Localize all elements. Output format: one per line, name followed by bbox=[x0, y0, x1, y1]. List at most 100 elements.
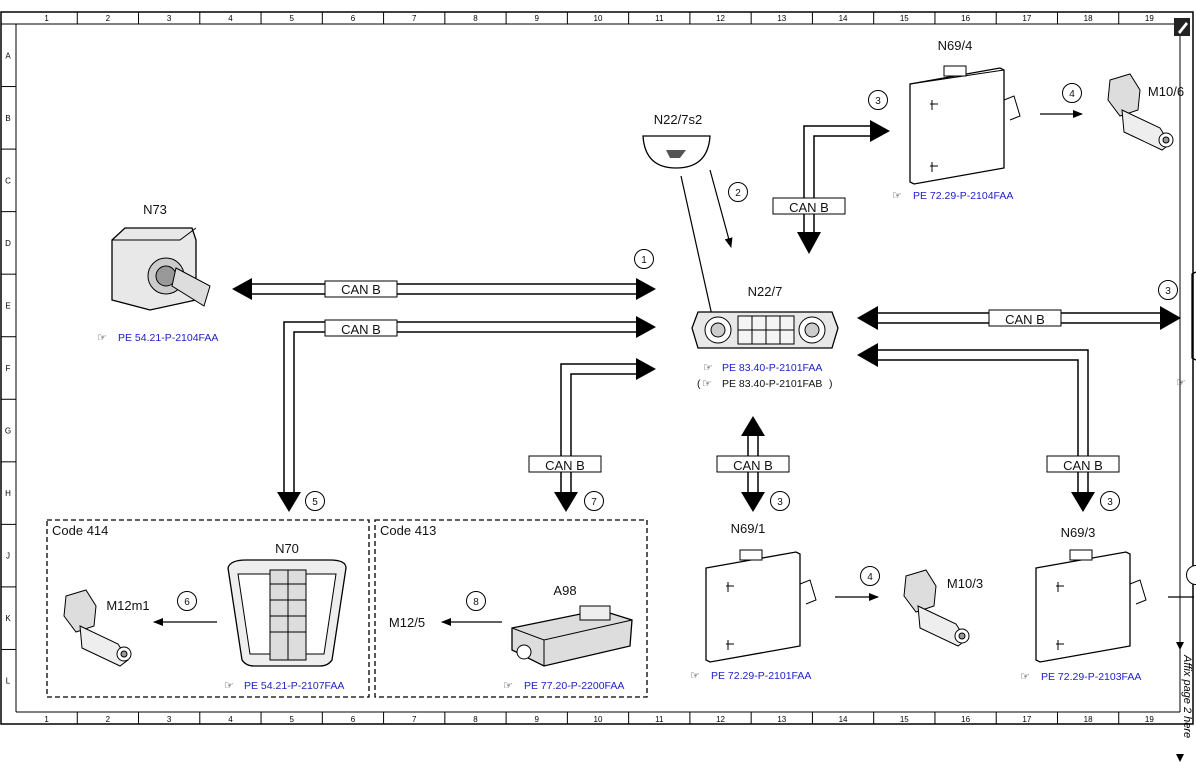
column-number: 12 bbox=[716, 14, 725, 23]
column-number: 9 bbox=[535, 14, 540, 23]
code-label: Code 414 bbox=[52, 523, 108, 538]
pointing-hand-icon: ☞ bbox=[702, 378, 712, 390]
row-letter: B bbox=[5, 114, 10, 123]
component-label: M10/6 bbox=[1148, 84, 1184, 99]
pointing-hand-icon: ☞ bbox=[690, 670, 700, 682]
bus-label: CAN B bbox=[733, 458, 773, 473]
pointing-hand-icon: ☞ bbox=[892, 190, 902, 202]
column-number: 8 bbox=[473, 14, 478, 23]
can-bus-n22-7-n69-3: CAN B bbox=[857, 343, 1120, 512]
m10-6-motor[interactable]: M10/6 bbox=[1107, 73, 1184, 151]
column-number: 17 bbox=[1022, 715, 1031, 724]
column-number: 15 bbox=[900, 14, 909, 23]
code-label: Code 413 bbox=[380, 523, 436, 538]
component-label: N69/3 bbox=[1061, 525, 1096, 540]
column-number: 5 bbox=[289, 715, 294, 724]
step-markers: 1 2 3 4 3 5 7 3 3 4 6 8 bbox=[177, 83, 1178, 611]
code-414-box: Code 414 bbox=[46, 519, 370, 698]
component-label: M10/3 bbox=[947, 576, 983, 591]
column-number: 19 bbox=[1145, 14, 1154, 23]
component-label: N73 bbox=[143, 202, 167, 217]
a98-actuator[interactable]: A98 ☞ PE 77.20-P-2200FAA bbox=[503, 583, 633, 692]
bus-label: CAN B bbox=[1005, 312, 1045, 327]
row-letter: H bbox=[5, 489, 11, 498]
n70-console[interactable]: N70 ☞ PE 54.21-P-2107FAA bbox=[224, 541, 347, 692]
column-number: 17 bbox=[1022, 14, 1031, 23]
n69-3-module[interactable]: N69/3 ☞ PE 72.29-P-2103FAA bbox=[1020, 525, 1147, 683]
row-letter: A bbox=[5, 51, 11, 60]
step-2: 2 bbox=[735, 188, 741, 199]
component-label: N69/4 bbox=[938, 38, 973, 53]
column-number: 13 bbox=[777, 14, 786, 23]
column-number: 11 bbox=[655, 715, 664, 724]
component-label: N70 bbox=[275, 541, 299, 556]
svg-text:(: ( bbox=[697, 378, 701, 390]
reference-link[interactable]: PE 54.21-P-2104FAA bbox=[118, 332, 218, 344]
bus-label: CAN B bbox=[545, 458, 585, 473]
reference-link[interactable]: PE 83.40-P-2101FAA bbox=[722, 362, 822, 374]
component-label: M12/5 bbox=[389, 615, 425, 630]
column-number: 18 bbox=[1084, 715, 1093, 724]
bus-label: CAN B bbox=[341, 282, 381, 297]
pointing-hand-icon: ☞ bbox=[97, 332, 107, 344]
affix-note: Affix page 2 here bbox=[1181, 654, 1193, 738]
n69-4-module[interactable]: N69/4 ☞ PE 72.29-P-2104FAA bbox=[892, 38, 1021, 202]
can-bus-n22-7-right: CAN B bbox=[857, 306, 1181, 330]
column-number: 19 bbox=[1145, 715, 1154, 724]
step-4: 4 bbox=[867, 572, 873, 583]
column-number: 4 bbox=[228, 14, 233, 23]
m12m1-motor[interactable]: M12m1 bbox=[63, 589, 150, 667]
column-number: 6 bbox=[351, 14, 356, 23]
bus-label: CAN B bbox=[1063, 458, 1103, 473]
n22-7s2-sensor[interactable]: N22/7s2 bbox=[642, 112, 711, 169]
column-number: 10 bbox=[594, 715, 603, 724]
row-letter: E bbox=[5, 301, 10, 310]
bus-label: CAN B bbox=[789, 200, 829, 215]
reference-link-alt[interactable]: PE 83.40-P-2101FAB bbox=[722, 378, 822, 390]
column-number: 2 bbox=[106, 715, 111, 724]
column-number: 11 bbox=[655, 14, 664, 23]
n22-7-control-panel[interactable]: N22/7 ☞ PE 83.40-P-2101FAA ( ☞ PE 83.40-… bbox=[691, 284, 839, 390]
column-number: 4 bbox=[228, 715, 233, 724]
step-5: 5 bbox=[312, 497, 318, 508]
signal-arrows bbox=[153, 110, 1194, 626]
column-number: 7 bbox=[412, 715, 417, 724]
component-label: N22/7 bbox=[748, 284, 783, 299]
pencil-icon[interactable] bbox=[1174, 18, 1190, 36]
row-letter: K bbox=[5, 614, 11, 623]
column-number: 1 bbox=[44, 715, 49, 724]
reference-link[interactable]: PE 72.29-P-2103FAA bbox=[1041, 671, 1141, 683]
step-3: 3 bbox=[875, 96, 881, 107]
m10-3-motor[interactable]: M10/3 bbox=[903, 569, 983, 647]
reference-link[interactable]: PE 54.21-P-2107FAA bbox=[244, 680, 344, 692]
column-number: 12 bbox=[716, 715, 725, 724]
reference-link[interactable]: PE 72.29-P-2104FAA bbox=[913, 190, 1013, 202]
step-3: 3 bbox=[1165, 286, 1171, 297]
reference-link[interactable]: PE 77.20-P-2200FAA bbox=[524, 680, 624, 692]
reference-link[interactable]: PE 72.29-P-2101FAA bbox=[711, 670, 811, 682]
component-label: N69/1 bbox=[731, 521, 766, 536]
can-bus-n69-4-n22-7: CAN B bbox=[772, 120, 890, 254]
pointing-hand-icon: ☞ bbox=[703, 362, 713, 374]
step-4: 4 bbox=[1069, 89, 1075, 100]
can-bus-n73-n22-7: CAN B bbox=[232, 278, 656, 300]
row-letter: J bbox=[6, 552, 10, 561]
column-number: 10 bbox=[594, 14, 603, 23]
n69-1-module[interactable]: N69/1 ☞ PE 72.29-P-2101FAA bbox=[690, 521, 817, 682]
column-number: 9 bbox=[535, 715, 540, 724]
column-number: 6 bbox=[351, 715, 356, 724]
n73-ignition-switch[interactable]: N73 ☞ PE 54.21-P-2104FAA bbox=[97, 202, 218, 344]
step-3: 3 bbox=[777, 497, 783, 508]
column-number: 3 bbox=[167, 715, 172, 724]
bus-label: CAN B bbox=[341, 322, 381, 337]
pointing-hand-icon: ☞ bbox=[503, 680, 513, 692]
can-bus-n22-7-n70: CAN B bbox=[277, 316, 656, 512]
row-letter: D bbox=[5, 239, 11, 248]
partial-module-right: ☞ bbox=[1176, 271, 1196, 585]
svg-text:): ) bbox=[829, 378, 833, 390]
step-3: 3 bbox=[1107, 497, 1113, 508]
column-number: 2 bbox=[106, 14, 111, 23]
pointing-hand-icon: ☞ bbox=[1020, 671, 1030, 683]
